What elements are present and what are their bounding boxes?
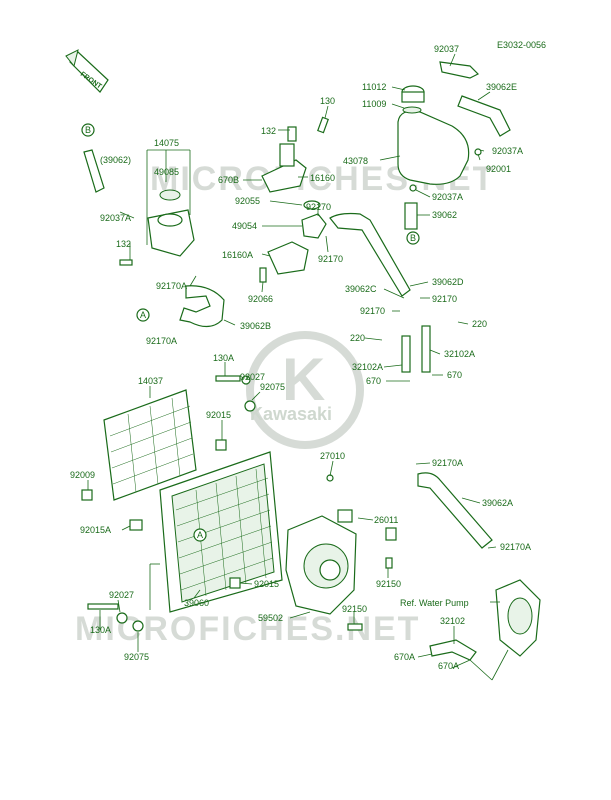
- part-92170A-right2: 92170A: [500, 542, 531, 552]
- part-32102A-2: 32102A: [352, 362, 383, 372]
- ref-circle-b-2: [406, 231, 420, 245]
- reservoir-tank: [397, 61, 511, 230]
- part-27010: 27010: [320, 451, 345, 461]
- svg-text:B: B: [85, 125, 91, 135]
- part-92170A-left: 92170A: [156, 281, 187, 291]
- part-92170A-bottom: 92170A: [146, 336, 177, 346]
- part-220-right: 220: [472, 319, 487, 329]
- part-670A-left: 670A: [394, 652, 415, 662]
- part-130A-bottom: 130A: [90, 625, 111, 635]
- part-92170-right2: 92170: [360, 306, 385, 316]
- ref-water-pump: Ref. Water Pump: [400, 598, 469, 608]
- part-92150-b: 92150: [342, 604, 367, 614]
- part-39062E: 39062E: [486, 82, 517, 92]
- svg-text:A: A: [140, 310, 146, 320]
- circle-refs: B B A A: [81, 123, 420, 542]
- part-92037A-right: 92037A: [492, 146, 523, 156]
- part-670-left: 670: [366, 376, 381, 386]
- part-16160: 16160: [310, 173, 335, 183]
- part-92037A-mid: 92037A: [432, 192, 463, 202]
- part-92001: 92001: [486, 164, 511, 174]
- part-14037: 14037: [138, 376, 163, 386]
- water-pump: [495, 579, 541, 657]
- part-670-right: 670: [447, 370, 462, 380]
- cooling-fan: [285, 509, 397, 615]
- watermark: MICROFICHES.NET MICROFICHES.NET K Kawasa…: [75, 160, 493, 648]
- part-49054: 49054: [232, 221, 257, 231]
- part-11012: 11012: [362, 82, 386, 92]
- part-92009: 92009: [70, 470, 95, 480]
- part-92015A: 92015A: [80, 525, 111, 535]
- part-92027-top: 92027: [240, 372, 265, 382]
- fasteners: [81, 375, 393, 632]
- part-92170-center2: 92170: [318, 254, 343, 264]
- thermostat-housing: [259, 116, 329, 283]
- part-39062-right: 39062: [432, 210, 457, 220]
- part-32102: 32102: [440, 616, 465, 626]
- radiator: [129, 439, 283, 613]
- part-14075: 14075: [154, 138, 179, 148]
- ref-circle-b-1: [81, 123, 95, 137]
- part-132-top: 132: [261, 126, 276, 136]
- part-39062-paren: (39062): [100, 155, 131, 165]
- doc-code: E3032-0056: [497, 40, 546, 50]
- part-130A-top: 130A: [213, 353, 234, 363]
- kawasaki-logo-ring: [246, 331, 364, 449]
- leader-lines: [87, 53, 509, 681]
- part-220-left: 220: [350, 333, 365, 343]
- part-labels: 92037 11012 11009 39062E 43078 92037A 92…: [70, 44, 531, 671]
- part-39062C: 39062C: [345, 284, 377, 294]
- part-92075-bottom: 92075: [124, 652, 149, 662]
- svg-text:A: A: [197, 530, 203, 540]
- part-32102A: 32102A: [444, 349, 475, 359]
- filler-neck: [83, 149, 195, 266]
- part-39062B: 39062B: [240, 321, 271, 331]
- part-92037A-left: 92037A: [100, 213, 131, 223]
- part-92027-bottom: 92027: [109, 590, 134, 600]
- part-92066: 92066: [248, 294, 273, 304]
- kawasaki-logo-word: Kawasaki: [250, 404, 332, 424]
- ref-circle-a-2: [193, 528, 207, 542]
- kawasaki-logo-letter: K: [282, 346, 325, 413]
- part-670B: 670B: [218, 175, 239, 185]
- radiator-fins: [175, 468, 274, 597]
- ref-circle-a-1: [136, 308, 150, 322]
- part-11009: 11009: [362, 99, 386, 109]
- part-39062A: 39062A: [482, 498, 513, 508]
- radiator-screen: [103, 389, 197, 501]
- part-43078: 43078: [343, 156, 368, 166]
- svg-text:B: B: [410, 233, 416, 243]
- part-92075-top: 92075: [260, 382, 285, 392]
- part-92055: 92055: [235, 196, 260, 206]
- part-92170-right: 92170: [432, 294, 457, 304]
- part-39062D: 39062D: [432, 277, 464, 287]
- part-92037: 92037: [434, 44, 459, 54]
- part-26011: 26011: [374, 515, 398, 525]
- part-92170-center: 92170: [306, 202, 331, 212]
- part-92015-top: 92015: [206, 410, 231, 420]
- part-92170A-right: 92170A: [432, 458, 463, 468]
- part-130: 130: [320, 96, 335, 106]
- hoses: [179, 212, 493, 661]
- part-59502: 59502: [258, 613, 283, 623]
- front-arrow-icon: FRONT: [65, 49, 109, 93]
- part-39060: 39060: [184, 598, 209, 608]
- part-16160A: 16160A: [222, 250, 253, 260]
- part-92015-bottom: 92015: [254, 579, 279, 589]
- part-132-left: 132: [116, 239, 131, 249]
- part-49085: 49085: [154, 167, 179, 177]
- part-670A-bottom: 670A: [438, 661, 459, 671]
- part-92150-a: 92150: [376, 579, 401, 589]
